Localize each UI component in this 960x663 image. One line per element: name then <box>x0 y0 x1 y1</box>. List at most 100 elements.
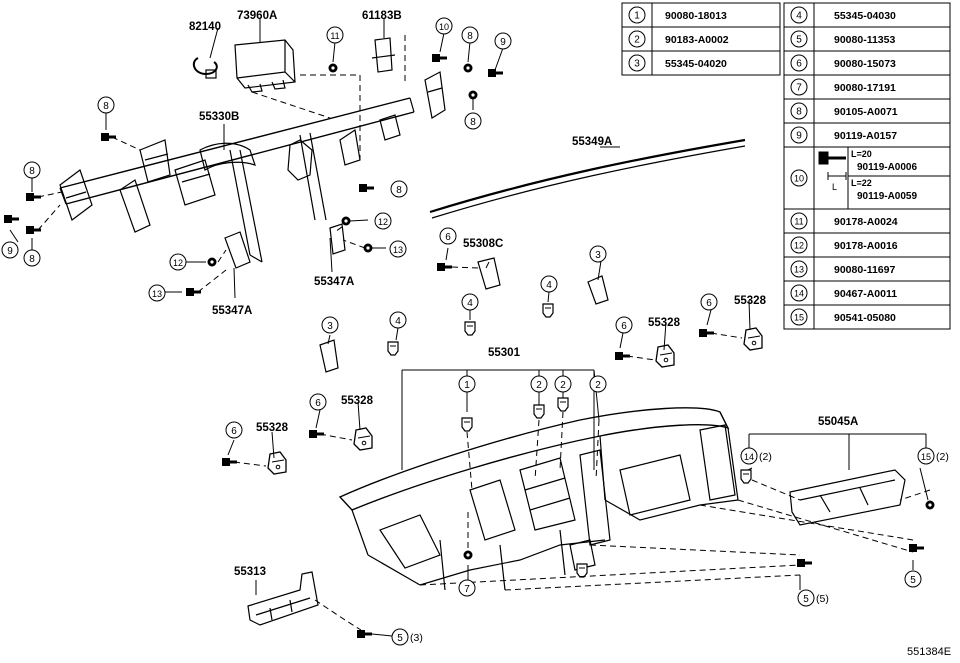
part-label: 55045A <box>818 416 858 428</box>
svg-text:8: 8 <box>29 166 35 177</box>
dim-label: L <box>832 182 837 192</box>
table-length-label: L=20 <box>851 149 872 159</box>
svg-text:5: 5 <box>803 594 809 605</box>
drawing-linework <box>59 37 906 626</box>
svg-text:13: 13 <box>393 245 403 255</box>
table-length-label: L=22 <box>851 178 872 188</box>
svg-text:8: 8 <box>470 117 476 128</box>
table-callout-number: 3 <box>634 59 640 70</box>
leader-lines <box>9 18 929 637</box>
svg-text:6: 6 <box>621 321 627 332</box>
svg-text:3: 3 <box>327 321 333 332</box>
svg-text:4: 4 <box>467 298 473 309</box>
parts-table: L 1 90080-18013 2 90183-A0002 3 55345-04020 4 5… <box>621 2 951 330</box>
table-callout-number: 2 <box>634 35 640 46</box>
svg-text:15: 15 <box>921 452 931 462</box>
callout-circle <box>790 260 808 278</box>
table-callout-number: 8 <box>796 107 802 118</box>
table-part-code: 90080-11697 <box>834 264 895 276</box>
qty-label: (2) <box>759 451 772 463</box>
table-callout-number: 5 <box>796 35 802 46</box>
svg-text:2: 2 <box>595 380 601 391</box>
svg-text:5: 5 <box>397 633 403 644</box>
svg-text:2: 2 <box>536 380 542 391</box>
table-part-code: 90178-A0024 <box>834 216 898 228</box>
svg-text:13: 13 <box>152 289 162 299</box>
callout-circle <box>790 126 808 144</box>
callout-circle <box>628 6 646 24</box>
table-callout-number: 12 <box>794 241 804 251</box>
part-label: 55347A <box>314 276 354 288</box>
svg-text:6: 6 <box>231 426 237 437</box>
diagram-id: 551384E <box>907 646 951 658</box>
qty-label: (2) <box>936 451 949 463</box>
table-part-code: 90080-18013 <box>665 10 727 22</box>
table-part-code: 90119-A0006 <box>857 162 917 173</box>
table-callout-number: 6 <box>796 59 802 70</box>
svg-text:7: 7 <box>464 584 470 595</box>
table-part-code: 90119-A0157 <box>834 130 897 142</box>
svg-text:14: 14 <box>744 452 754 462</box>
table-callout-number: 15 <box>794 313 804 323</box>
part-label: 55301 <box>488 347 521 359</box>
qty-label: (5) <box>816 593 829 605</box>
table-callout-number: 9 <box>796 131 802 142</box>
svg-text:8: 8 <box>396 185 402 196</box>
table-callout-number: 4 <box>796 11 802 22</box>
svg-text:6: 6 <box>445 232 451 243</box>
table-part-code: 90541-05080 <box>834 312 896 324</box>
svg-text:1: 1 <box>464 380 470 391</box>
part-label: 55313 <box>234 566 266 578</box>
quantity-labels: (2) (2) (5) (3) <box>410 451 949 644</box>
callout-circle <box>790 6 808 24</box>
svg-text:12: 12 <box>378 217 388 227</box>
table-part-code: 55345-04030 <box>834 10 896 22</box>
table-part-code: 90105-A0071 <box>834 106 898 118</box>
callout-circle <box>790 30 808 48</box>
svg-text:3: 3 <box>595 250 601 261</box>
part-label: 55328 <box>256 422 289 434</box>
table-callout-number: 14 <box>794 289 804 299</box>
qty-label: (3) <box>410 632 423 644</box>
part-label: 55308C <box>463 238 503 250</box>
table-callout-number: 7 <box>796 83 802 94</box>
dashed-leaders <box>37 35 931 631</box>
part-number-labels: 82140 73960A 61183B 55330B 55349A 55308C… <box>189 10 951 658</box>
svg-text:8: 8 <box>29 254 35 265</box>
callout-circle <box>790 212 808 230</box>
table-part-code: 90080-11353 <box>834 34 895 46</box>
svg-text:8: 8 <box>103 101 109 112</box>
table-part-code: 90467-A0011 <box>834 288 897 300</box>
table-callout-number: 13 <box>794 265 804 275</box>
svg-text:11: 11 <box>330 31 339 41</box>
bolt-dimension-sketch <box>818 151 847 180</box>
table-callout-number: 10 <box>794 174 804 184</box>
svg-text:4: 4 <box>546 280 552 291</box>
callout-numbers: 10 11 8 9 8 8 8 9 8 8 12 13 12 13 6 3 4 … <box>7 22 931 644</box>
table-part-code: 90119-A0059 <box>857 191 917 202</box>
svg-text:12: 12 <box>173 258 183 268</box>
part-label: 55328 <box>341 395 374 407</box>
part-label: 55328 <box>648 317 681 329</box>
callout-circle <box>790 78 808 96</box>
part-label: 55330B <box>199 111 239 123</box>
svg-text:4: 4 <box>395 316 401 327</box>
table-part-code: 90183-A0002 <box>665 34 729 46</box>
table-callout-number: 1 <box>634 11 640 22</box>
svg-text:10: 10 <box>439 22 449 32</box>
table-part-code: 90080-17191 <box>834 82 896 94</box>
table-part-code: 55345-04020 <box>665 58 727 70</box>
part-label: 55349A <box>572 136 612 148</box>
part-label: 55347A <box>212 305 252 317</box>
callout-circle <box>790 102 808 120</box>
part-label: 73960A <box>237 10 277 22</box>
callout-circle <box>790 284 808 302</box>
svg-text:8: 8 <box>467 31 473 42</box>
callout-circle <box>628 30 646 48</box>
callout-circle <box>790 308 808 326</box>
table-callout-number: 11 <box>794 217 803 227</box>
callout-circle <box>790 54 808 72</box>
part-label: 82140 <box>189 21 221 33</box>
